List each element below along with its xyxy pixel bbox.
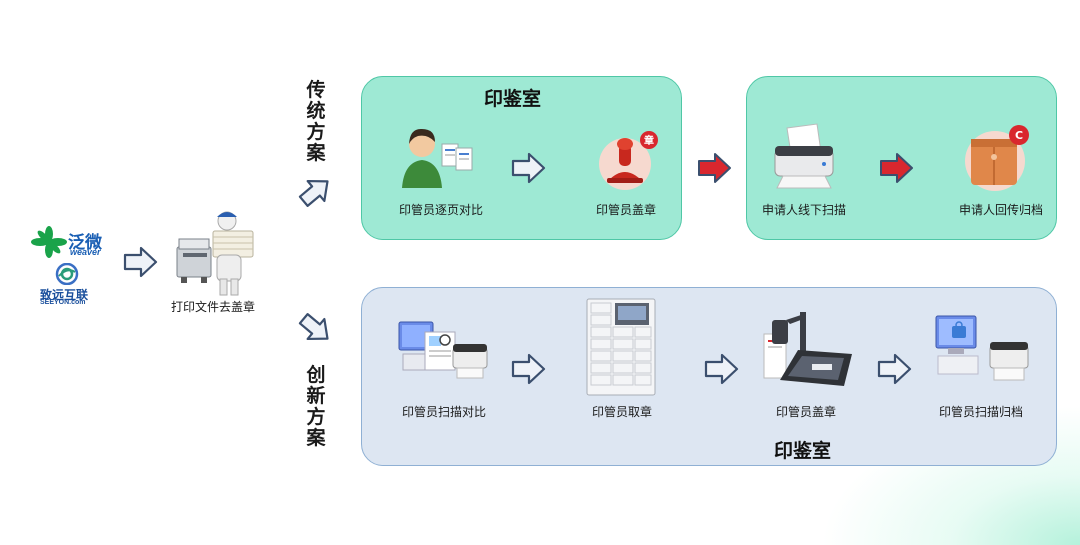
seeyon-logo-cn: 致远互联 [40,288,89,302]
computer-scan-compare-icon [398,321,488,379]
traditional-room-panel [361,76,682,240]
outline-arrow-icon [877,353,912,385]
outline-arrow-icon [704,353,739,385]
innovative-step-4-caption: 印管员扫描归档 [938,405,1023,419]
traditional-label-char: 统 [306,101,326,122]
start-caption: 打印文件去盖章 [170,300,255,314]
outline-arrow-icon [511,152,546,184]
smart-seal-machine-icon [763,312,852,386]
archive-envelope-icon: C [965,125,1029,191]
innovative-step-2-caption: 印管员取章 [591,405,652,419]
branch-arrow-up-icon [298,179,329,207]
innovative-step-3-caption: 印管员盖章 [775,405,836,419]
traditional-step-4-caption: 申请人回传归档 [958,203,1043,217]
fanwei-logo-cn: 泛微 [68,233,102,252]
archive-badge-text: C [1015,129,1023,142]
printer-icon [774,123,834,189]
traditional-label-char: 方 [306,122,326,143]
traditional-step-1-caption: 印管员逐页对比 [398,203,483,217]
traditional-label-char: 案 [306,143,326,164]
innovative-label: 创 新 方 案 [303,365,329,449]
red-arrow-icon [698,153,731,183]
outline-arrow-icon [123,246,158,278]
seeyon-logo-mark [55,263,79,285]
innovative-label-char: 创 [306,365,326,386]
delivery-person-copier-icon [176,211,254,296]
clerk-comparing-documents-icon [402,128,473,188]
red-arrow-icon [880,153,913,183]
seal-cabinet-icon [586,298,656,396]
outline-arrow-icon [511,353,546,385]
innovative-label-char: 新 [306,386,326,407]
seeyon-logo-en: SEEYON.com [40,299,86,306]
traditional-room-title: 印鉴室 [484,89,542,110]
traditional-step-3-caption: 申请人线下扫描 [761,203,846,217]
innovative-label-char: 案 [306,428,326,449]
stamp-badge-text: 章 [644,134,654,147]
innovative-step-1-caption: 印管员扫描对比 [401,405,486,419]
fanwei-logo-mark [31,226,67,258]
innovative-room-title: 印鉴室 [774,441,832,462]
traditional-label-char: 传 [306,80,326,101]
fanwei-logo-en: weaver [70,247,101,257]
stamp-icon: 章 [599,131,658,190]
computer-archive-icon [935,315,1029,381]
innovative-label-char: 方 [306,407,326,428]
traditional-label: 传 统 方 案 [303,80,329,164]
branch-arrow-down-icon [298,313,329,341]
traditional-step-2-caption: 印管员盖章 [595,203,656,217]
